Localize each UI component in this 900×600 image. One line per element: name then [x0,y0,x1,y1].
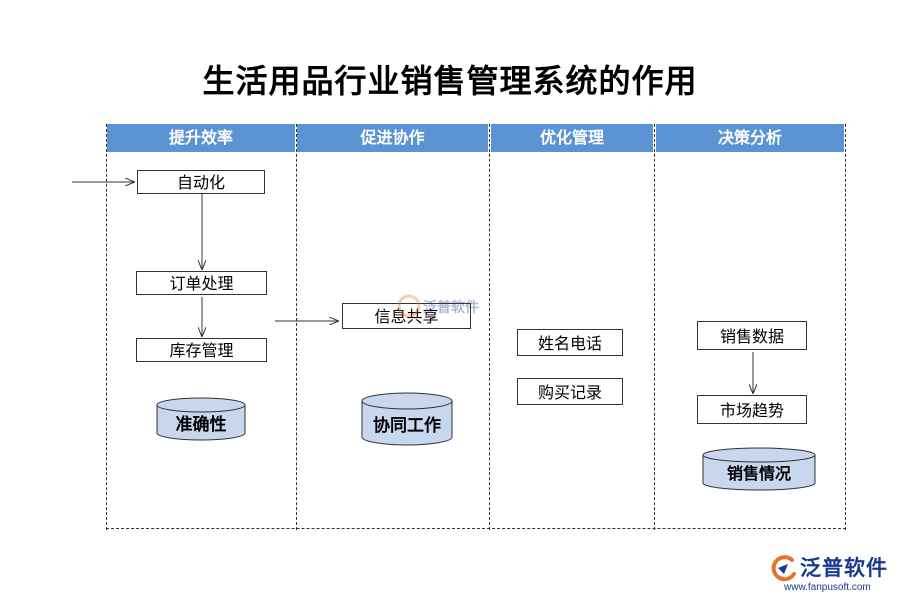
node-sales-status-cylinder: 销售情况 [702,447,816,491]
node-collaboration: 协同工作 [373,416,441,436]
lane-header-decision: 决策分析 [656,124,844,152]
lane-bottom-border [106,528,846,529]
lane-divider [106,124,107,530]
fanpu-logo-icon [771,555,796,582]
node-inventory: 库存管理 [136,338,267,362]
watermark: 泛普软件 [395,290,485,326]
node-accuracy: 准确性 [175,415,227,435]
node-order-processing: 订单处理 [136,271,267,295]
logo-url: www.fanpusoft.com [784,582,871,593]
node-automation: 自动化 [137,170,265,194]
node-purchase-records: 购买记录 [517,378,623,405]
logo-name: 泛普软件 [800,556,888,580]
lane-divider [296,124,297,530]
lane-header-efficiency: 提升效率 [107,124,295,152]
node-sales-data: 销售数据 [697,321,807,350]
node-market-trend: 市场趋势 [697,395,807,424]
lane-header-collaboration: 促进协作 [297,124,488,152]
brand-logo: 泛普软件 www.fanpusoft.com [770,552,894,596]
lane-divider [654,124,655,530]
lane-header-management: 优化管理 [491,124,653,152]
node-info-sharing: 信息共享 [342,303,471,329]
node-collaboration-cylinder: 协同工作 [361,392,453,446]
svg-text:泛普软件: 泛普软件 [423,299,479,316]
node-accuracy-cylinder: 准确性 [156,397,246,441]
node-sales-status: 销售情况 [726,464,791,483]
node-name-phone: 姓名电话 [517,329,623,356]
lane-divider [489,124,490,530]
diagram-title: 生活用品行业销售管理系统的作用 [202,62,698,100]
lane-divider [845,124,846,530]
